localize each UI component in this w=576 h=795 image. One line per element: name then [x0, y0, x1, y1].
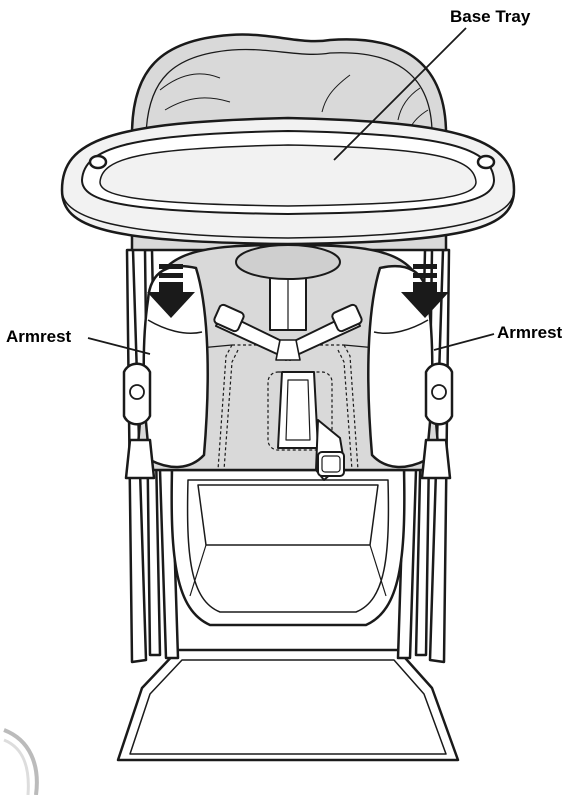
arrow-down-right-icon	[401, 264, 449, 318]
base-tray-leader-line	[333, 27, 467, 161]
base-tray	[60, 116, 516, 246]
seat-bucket	[170, 468, 406, 627]
base-tray-label: Base Tray	[450, 7, 531, 26]
corner-ring-decoration	[3, 728, 39, 795]
armrest-left	[122, 264, 209, 480]
armrest-right-label: Armrest	[497, 323, 563, 342]
armrest-left-label: Armrest	[6, 327, 72, 346]
armrest-right-leader-line	[433, 333, 495, 351]
harness	[213, 269, 363, 481]
arrow-down-left-icon	[147, 264, 195, 318]
corner-ring-inner	[3, 738, 30, 795]
armrest-left-leader-line	[87, 337, 151, 355]
tray-release-oval	[235, 244, 341, 280]
armrest-right	[367, 264, 454, 480]
